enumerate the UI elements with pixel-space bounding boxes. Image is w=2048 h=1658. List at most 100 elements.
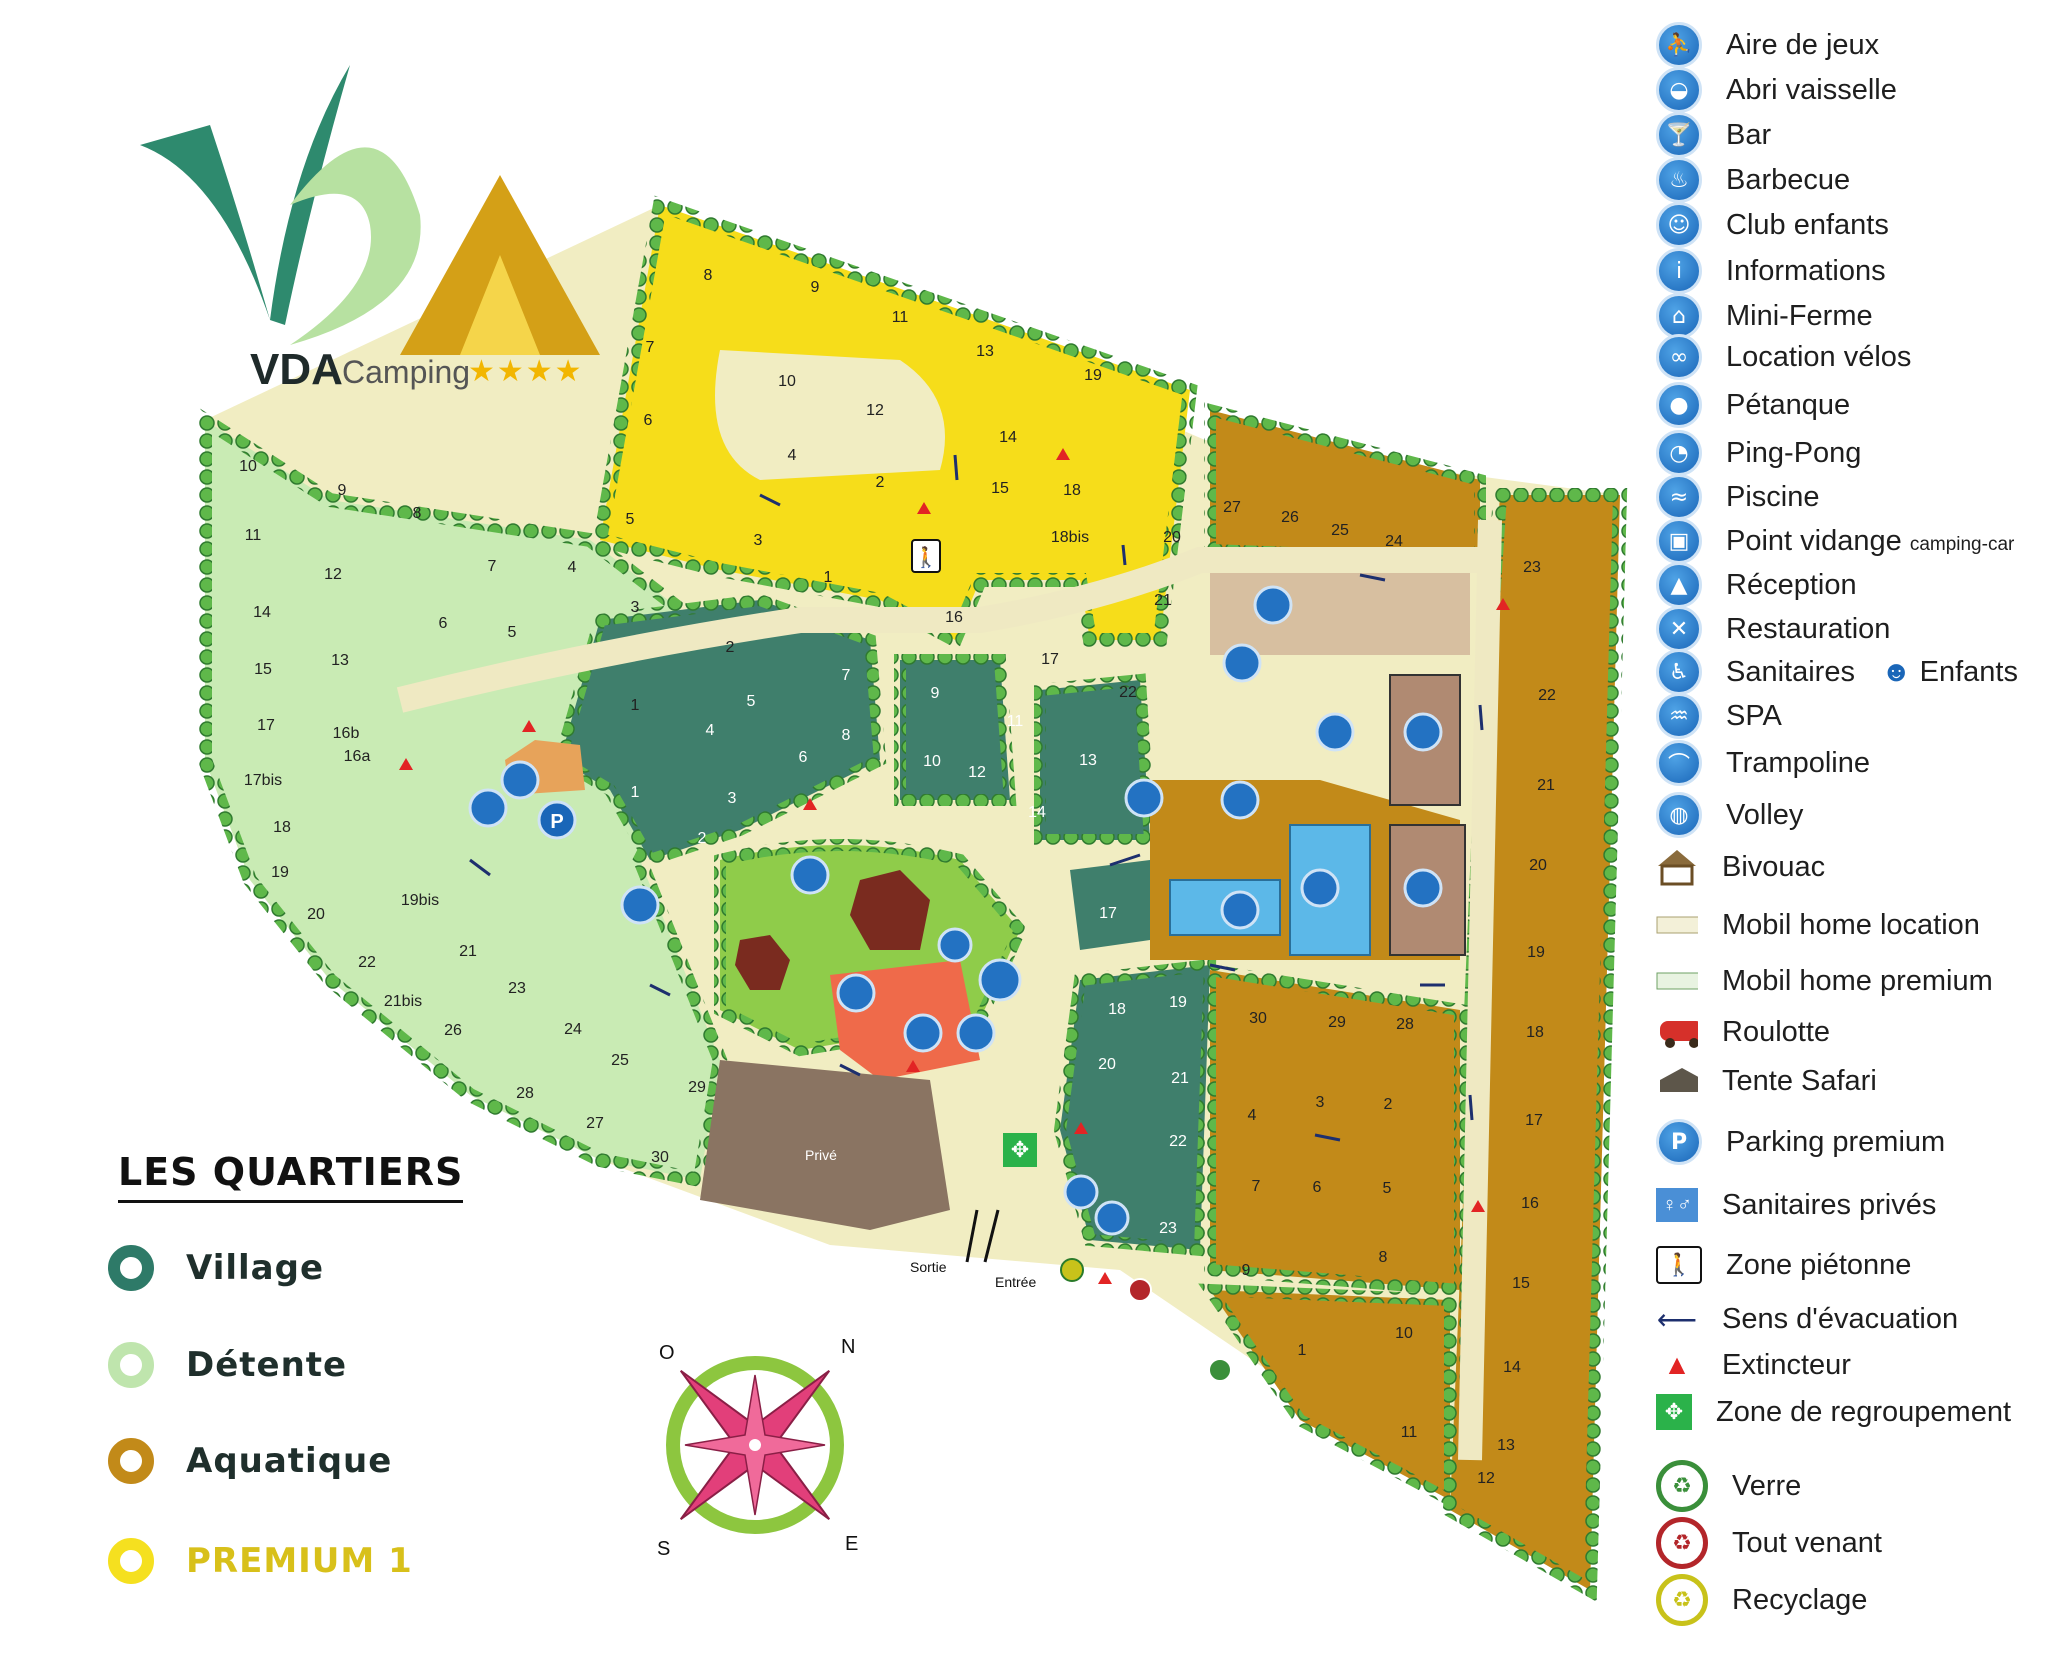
farm-icon: ⌂ xyxy=(1656,293,1702,339)
village-ring-icon xyxy=(108,1245,154,1291)
logo-v-left xyxy=(140,125,270,320)
sanitary-map-icon xyxy=(620,885,660,925)
plot-number: 29 xyxy=(688,1079,706,1096)
plot-number: 18 xyxy=(1063,482,1081,499)
legend-label: Bivouac xyxy=(1722,850,1826,883)
plot-number: 21bis xyxy=(384,993,422,1010)
dishwashing-icon: ◒ xyxy=(1656,67,1702,113)
plot-number: 10 xyxy=(239,458,257,475)
pool-icon: ≈ xyxy=(1656,474,1702,520)
ping-pong-icon: ◔ xyxy=(1656,430,1702,476)
plot-number: 19 xyxy=(1084,367,1102,384)
legend-label: Pétanque xyxy=(1726,388,1851,421)
plot-number: 4 xyxy=(706,722,715,739)
quartiers-title: LES QUARTIERS xyxy=(118,1150,464,1203)
legend-label: Mobil home premium xyxy=(1722,964,1993,997)
brand-subtitle: Camping xyxy=(342,354,471,390)
quartier-aquatique: Aquatique xyxy=(108,1438,392,1484)
plot-number: 11 xyxy=(1007,713,1024,730)
legend-label: Club enfants xyxy=(1726,208,1889,241)
camper-dump-map-icon xyxy=(468,788,508,828)
trampoline-icon: ⌒ xyxy=(1656,740,1702,786)
vda-logo xyxy=(140,65,600,355)
legend-label: Mobil home location xyxy=(1722,908,1980,941)
quartier-label: PREMIUM 1 xyxy=(186,1541,413,1581)
plot-number: 9 xyxy=(338,482,347,499)
cocktail-icon: 🍸 xyxy=(1656,112,1702,158)
plot-number: 9 xyxy=(1242,1262,1251,1279)
legend-label: Verre xyxy=(1732,1469,1802,1502)
plot-number: 12 xyxy=(324,566,342,583)
safari-tent-icon xyxy=(1656,1064,1698,1098)
legend-label: Location vélos xyxy=(1726,340,1912,373)
plot-number: 16a xyxy=(344,748,371,765)
evacuation-arrows xyxy=(469,454,1484,1142)
plot-number: 5 xyxy=(508,624,517,641)
plot-number: 23 xyxy=(508,980,526,997)
plot-number: 19bis xyxy=(401,892,439,909)
plot-number: 6 xyxy=(799,749,808,766)
east-road xyxy=(1458,519,1502,1461)
plot-number: 4 xyxy=(1248,1107,1257,1124)
pool-map-icon xyxy=(1220,890,1260,930)
legend-label: Recyclage xyxy=(1732,1583,1868,1616)
legend-label: Tout venant xyxy=(1732,1526,1882,1559)
plot-number: 7 xyxy=(842,667,851,684)
plot-number: 8 xyxy=(842,727,851,744)
plot-number: 17 xyxy=(1099,905,1117,922)
plot-number: 21 xyxy=(1171,1070,1189,1087)
plot-number: 7 xyxy=(646,339,655,356)
plot-number: 6 xyxy=(644,412,653,429)
plot-number: 15 xyxy=(254,661,272,678)
plot-number: 16 xyxy=(945,609,963,626)
svg-text:N: N xyxy=(841,1336,855,1358)
plot-number: 17 xyxy=(1525,1112,1543,1129)
plot-number: 22 xyxy=(1119,684,1137,701)
info-icon: i xyxy=(1656,248,1702,294)
plot-number: 22 xyxy=(1169,1133,1187,1150)
plot-number: 13 xyxy=(331,652,349,669)
plot-number: 16b xyxy=(333,725,360,742)
plot-number: 10 xyxy=(923,753,941,770)
plot-number: 5 xyxy=(747,693,756,710)
village-zone-center xyxy=(894,654,1017,806)
quartier-detente: Détente xyxy=(108,1342,347,1388)
pedestrian-icon: 🚶 xyxy=(1656,1246,1702,1284)
kids-club-icon: ☺ xyxy=(1656,202,1702,248)
legend-label-main: Sanitaires xyxy=(1726,655,1855,688)
plot-number: 30 xyxy=(1249,1010,1267,1027)
detente-ring-icon xyxy=(108,1342,154,1388)
plot-number: 12 xyxy=(968,764,986,781)
aquatique-zone-south xyxy=(1204,962,1466,1297)
legend-label: Parking premium xyxy=(1726,1125,1946,1158)
exit-label: Sortie xyxy=(910,1259,947,1275)
plot-number: 2 xyxy=(726,639,735,656)
mobile-home-rental-icon xyxy=(1656,908,1698,942)
kids-sanitary-icon: ☻ xyxy=(1881,655,1912,688)
plot-number: 8 xyxy=(704,267,713,284)
aquatique-ring-icon xyxy=(108,1438,154,1484)
svg-text:E: E xyxy=(845,1533,858,1555)
map-service-icons xyxy=(468,585,1443,1236)
plot-number: 11 xyxy=(245,527,262,544)
plot-number: 21 xyxy=(459,943,477,960)
quartier-village: Village xyxy=(108,1245,324,1291)
plot-number: 24 xyxy=(1385,533,1403,550)
plot-number: 4 xyxy=(568,559,577,576)
plot-number: 2 xyxy=(1384,1096,1393,1113)
assembly-point-icon: ✥ xyxy=(1656,1394,1692,1430)
plot-number: 9 xyxy=(811,279,820,296)
plot-number: 16 xyxy=(1521,1195,1539,1212)
plot-number: 8 xyxy=(413,505,422,522)
pedestrian-zone-icon xyxy=(911,539,941,573)
legend-label: Piscine xyxy=(1726,480,1820,513)
spa-icon: ♒ xyxy=(1656,693,1702,739)
plot-number: 30 xyxy=(651,1149,669,1166)
plot-number: 5 xyxy=(626,511,635,528)
plot-number: 1 xyxy=(824,569,833,586)
plot-number: 2 xyxy=(876,474,885,491)
plot-number: 26 xyxy=(444,1022,462,1039)
reception-icon: ▲ xyxy=(1656,562,1702,608)
plot-number: 1 xyxy=(631,784,640,801)
